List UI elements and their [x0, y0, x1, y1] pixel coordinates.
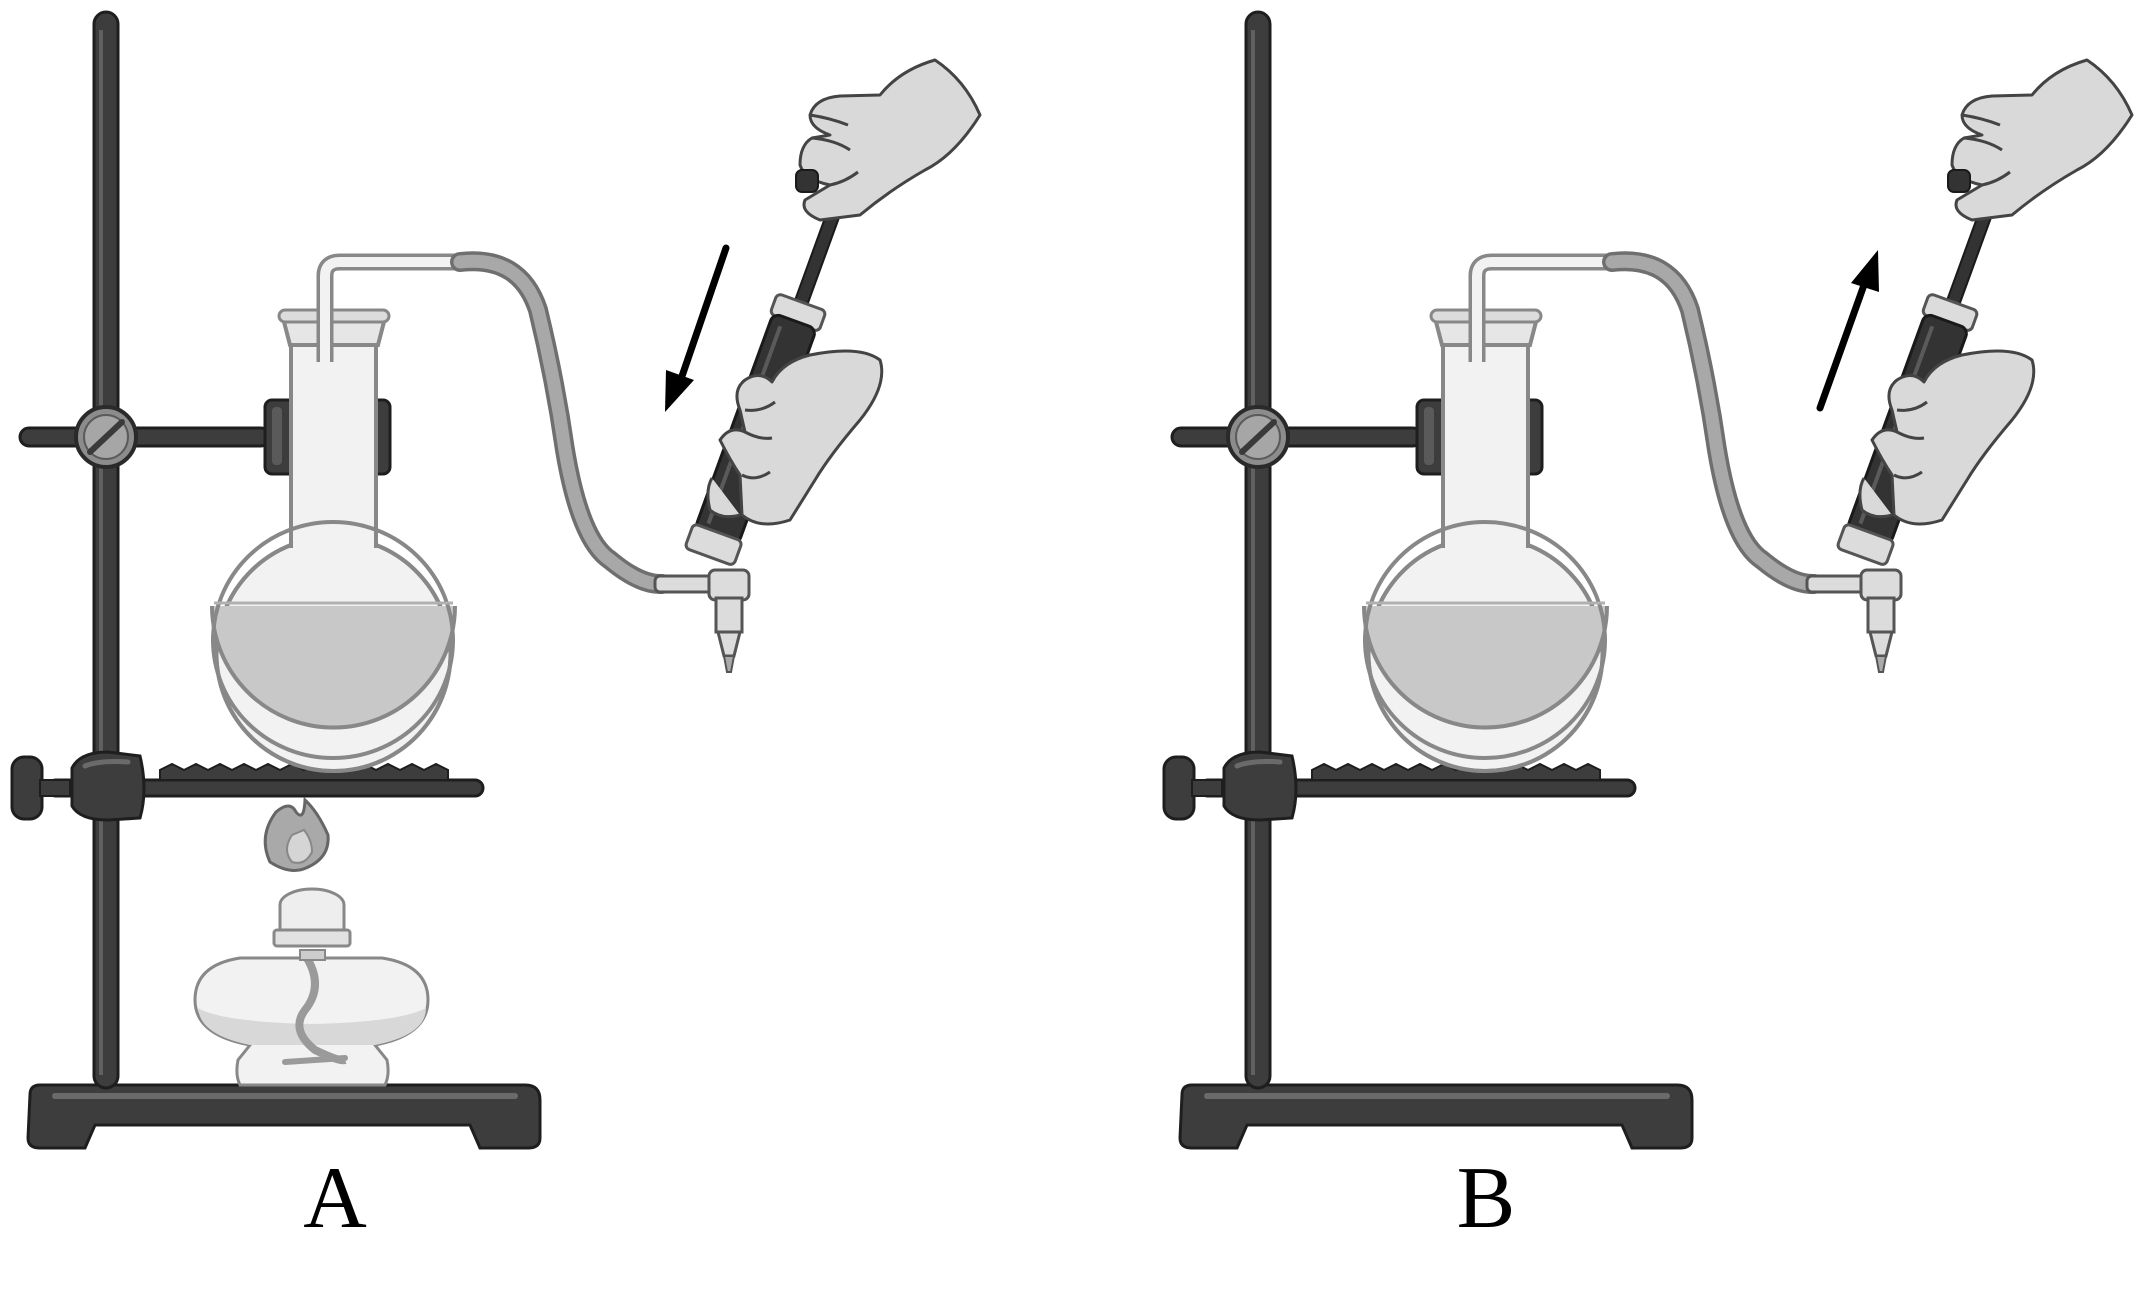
panel-b-label: B: [1456, 1150, 1516, 1247]
arrow-down-icon: [665, 244, 730, 412]
arrow-up-icon: [1816, 250, 1879, 412]
panel-b: [1164, 12, 2134, 1148]
panel-a: [12, 12, 982, 1148]
alcohol-burner: [193, 796, 430, 1087]
panel-a-label: A: [303, 1150, 367, 1247]
